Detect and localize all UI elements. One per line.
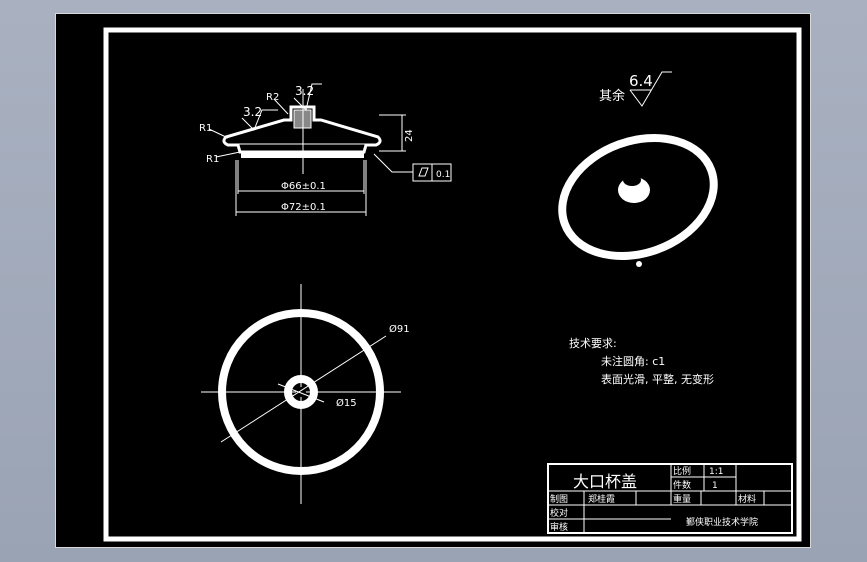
section-labels: R1 R1 R2 3.2 3.2 24 Φ66±0.1 Φ72±0.1 0.1 bbox=[199, 84, 450, 213]
title-block bbox=[547, 463, 793, 534]
notes-line1: 未注圆角: c1 bbox=[601, 354, 665, 368]
drawing-sheet: R1 R1 R2 3.2 3.2 24 Φ66±0.1 Φ72±0.1 0.1 … bbox=[55, 13, 811, 548]
notes-line2: 表面光滑, 平整, 无变形 bbox=[601, 372, 714, 386]
dim-plan-inner: Ø15 bbox=[336, 397, 357, 409]
notes-heading: 技术要求: bbox=[569, 337, 617, 350]
reviewed-label: 审核 bbox=[550, 521, 568, 533]
dim-r-bottom: R1 bbox=[206, 154, 219, 165]
weight-label: 重量 bbox=[673, 493, 691, 505]
dim-inner-dia: Φ66±0.1 bbox=[281, 181, 326, 192]
technical-notes: 技术要求: 未注圆角: c1 表面光滑, 平整, 无变形 bbox=[569, 337, 714, 386]
cad-drawing: R1 R1 R2 3.2 3.2 24 Φ66±0.1 Φ72±0.1 0.1 … bbox=[103, 27, 802, 542]
scale-label: 比例 bbox=[673, 465, 691, 477]
school-name: 鄞侠职业技术学院 bbox=[686, 516, 758, 528]
part-name: 大口杯盖 bbox=[573, 472, 637, 491]
isometric-view bbox=[558, 134, 718, 267]
plan-labels: Ø91 Ø15 bbox=[336, 323, 410, 409]
roughness-rest: 其余 6.4 bbox=[599, 71, 672, 107]
scale-value: 1:1 bbox=[709, 467, 723, 477]
qty-label: 件数 bbox=[673, 479, 691, 491]
dim-plan-outer: Ø91 bbox=[389, 323, 410, 335]
inner-frame bbox=[103, 27, 802, 542]
roughness-rest-label: 其余 bbox=[599, 88, 625, 104]
flatness-value: 0.1 bbox=[436, 170, 450, 180]
title-block-text: 大口杯盖 比例 1:1 件数 1 制图 郑桂霞 重量 材料 校对 审核 鄞侠职业… bbox=[550, 465, 758, 533]
dim-r-center: R2 bbox=[266, 92, 279, 103]
drawn-name: 郑桂霞 bbox=[588, 493, 615, 505]
dim-height: 24 bbox=[404, 129, 415, 142]
roughness-rest-value: 6.4 bbox=[629, 72, 653, 90]
drawn-label: 制图 bbox=[550, 493, 568, 505]
plan-view bbox=[201, 284, 401, 504]
qty-value: 1 bbox=[712, 481, 718, 491]
section-view bbox=[208, 83, 452, 216]
dim-outer-dia: Φ72±0.1 bbox=[281, 202, 326, 213]
checked-label: 校对 bbox=[550, 507, 568, 519]
rough-right: 3.2 bbox=[295, 84, 314, 98]
material-label: 材料 bbox=[738, 493, 756, 505]
dim-r-top: R1 bbox=[199, 123, 212, 134]
rough-left: 3.2 bbox=[243, 105, 262, 119]
